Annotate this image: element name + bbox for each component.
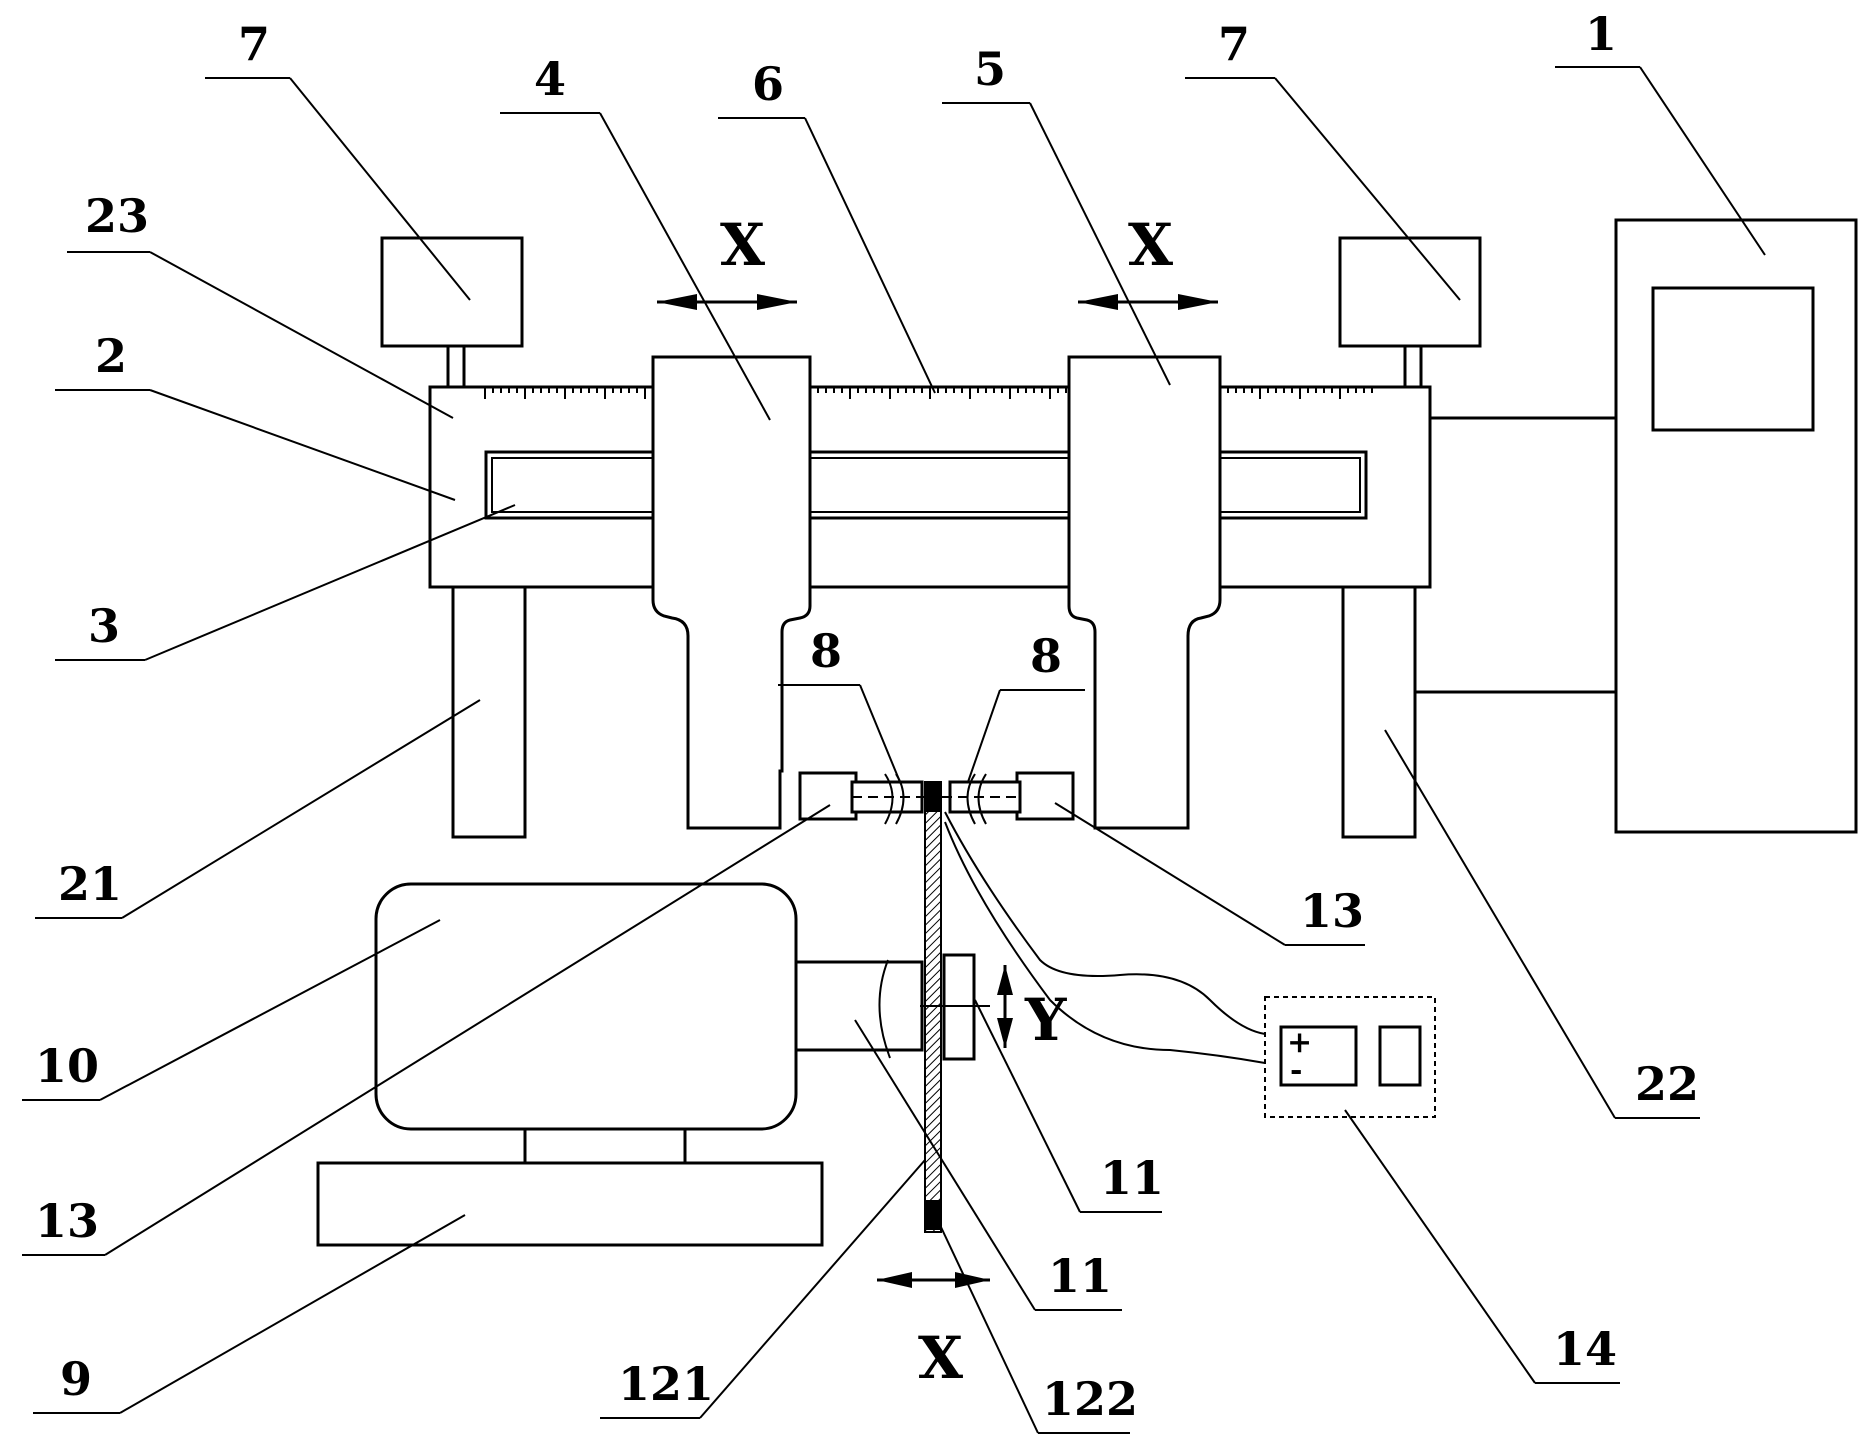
right-slider-carriage	[1067, 355, 1222, 830]
label-ref-7-right: 7	[1218, 17, 1250, 71]
label-ref-121: 121	[618, 1357, 714, 1411]
power-supply: + -	[1264, 996, 1436, 1118]
label-ref-21: 21	[58, 857, 122, 911]
x-arrow-left	[657, 294, 797, 310]
label-ref-8-right: 8	[1030, 629, 1062, 683]
right-drive-motor	[1338, 236, 1482, 387]
label-ref-7-left: 7	[238, 17, 270, 71]
left-slider-carriage	[651, 355, 812, 830]
label-ref-10: 10	[35, 1039, 99, 1093]
motor-base	[316, 1129, 824, 1247]
left-clamp-block	[798, 771, 930, 821]
label-ref-1: 1	[1585, 7, 1617, 61]
left-support-column	[451, 585, 527, 839]
battery-plus: +	[1287, 1025, 1312, 1060]
label-ref-8-left: 8	[810, 624, 842, 678]
x-arrow-bottom	[877, 1272, 990, 1288]
label-ref-13-right: 13	[1300, 884, 1364, 938]
right-clamp-block	[942, 771, 1075, 821]
label-ref-5: 5	[974, 42, 1006, 96]
label-ref-9: 9	[60, 1352, 92, 1406]
label-ref-4: 4	[534, 52, 566, 106]
axis-x-bottom: X	[918, 1324, 963, 1392]
label-ref-6: 6	[752, 57, 784, 111]
axis-x-right: X	[1128, 211, 1173, 279]
label-ref-23: 23	[85, 189, 149, 243]
label-ref-14: 14	[1553, 1322, 1617, 1376]
frame-top-beam	[428, 385, 1432, 589]
spindle-motor	[374, 882, 990, 1131]
leader-lines	[22, 66, 1766, 1434]
x-arrow-right	[1078, 294, 1218, 310]
label-ref-13-left: 13	[35, 1194, 99, 1248]
label-ref-12: 11	[1100, 1151, 1164, 1205]
right-support-column	[1341, 585, 1417, 839]
scale-ruler	[484, 387, 1373, 399]
label-ref-22: 22	[1635, 1057, 1699, 1111]
power-wires	[944, 811, 1266, 1064]
battery-minus: -	[1290, 1053, 1302, 1088]
controller-cabinet	[1415, 218, 1858, 834]
label-ref-11: 11	[1048, 1249, 1112, 1303]
right-spring	[966, 773, 987, 825]
guide-rail	[484, 450, 1368, 520]
axis-y: Y	[1024, 986, 1067, 1054]
left-drive-motor	[380, 236, 524, 387]
y-arrow	[997, 965, 1013, 1048]
callout-labels: 7 4 6 5 7 1 23 2 3 21 8 8 13 10 13 9 22 …	[35, 7, 1699, 1426]
axis-x-left: X	[720, 211, 765, 279]
label-ref-122: 122	[1042, 1372, 1138, 1426]
label-ref-2: 2	[95, 329, 127, 383]
label-ref-3: 3	[88, 599, 120, 653]
